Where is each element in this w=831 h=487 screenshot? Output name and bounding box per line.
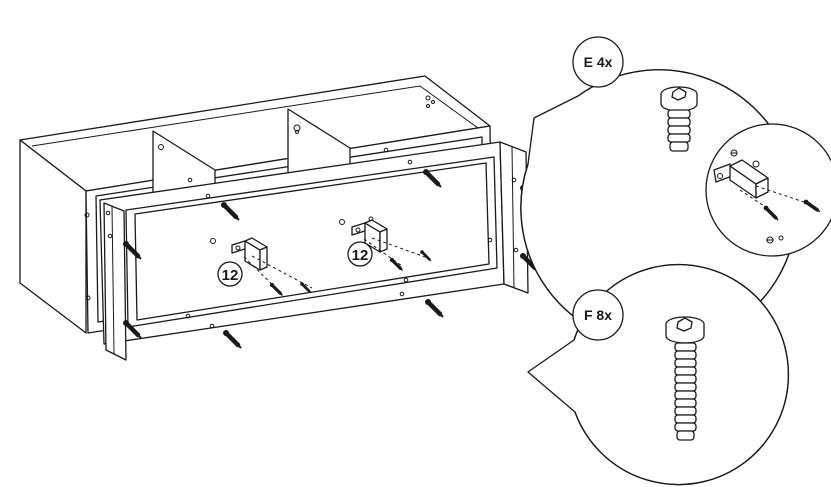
- step-ref-left: 12: [217, 261, 243, 287]
- step-ref-label: 12: [352, 247, 369, 264]
- step-ref-right: 12: [347, 241, 373, 267]
- callout-f: F 8x: [527, 263, 790, 486]
- step-ref-label: 12: [222, 267, 239, 284]
- callout-e-label: E 4x: [584, 54, 613, 70]
- short-bolt-icon: [660, 86, 698, 152]
- detail-inset: [705, 123, 831, 257]
- screw-f: [223, 330, 241, 348]
- long-bolt-icon: [665, 316, 705, 441]
- callout-f-label: F 8x: [584, 307, 612, 323]
- screw-f: [425, 299, 443, 317]
